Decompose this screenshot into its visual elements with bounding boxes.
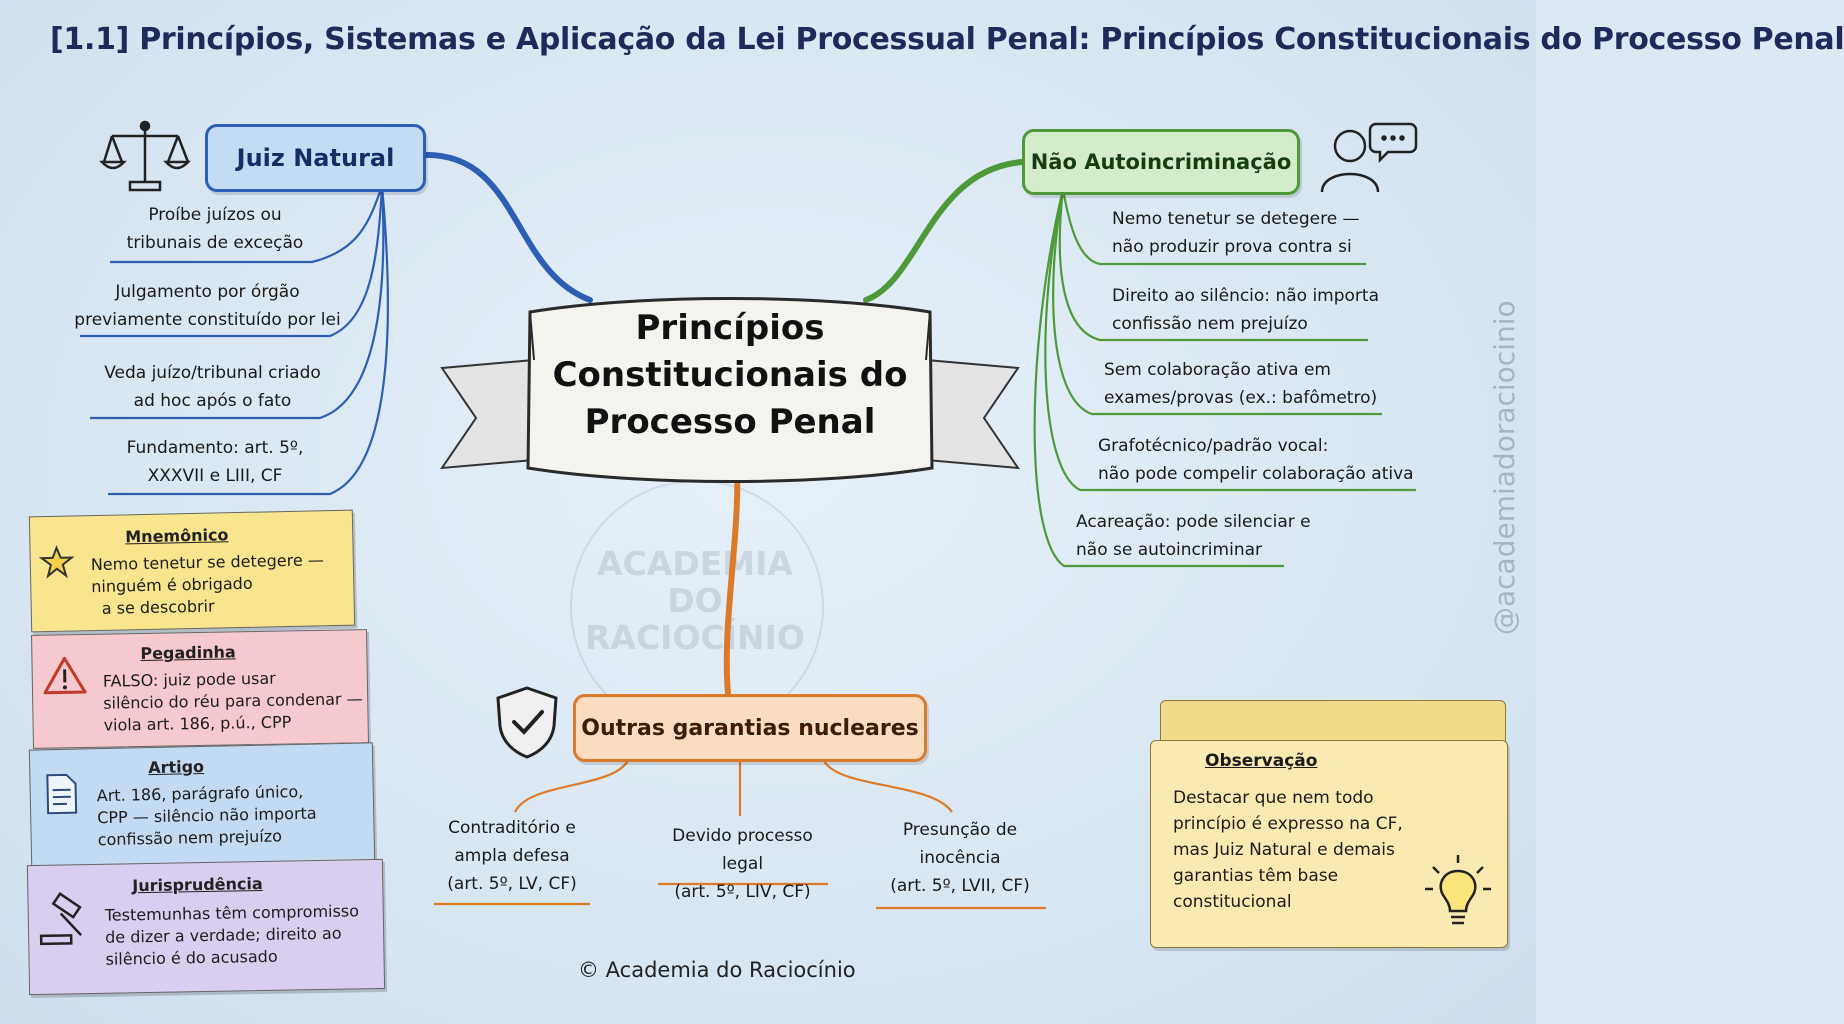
warning-icon bbox=[43, 656, 87, 695]
central-topic: Princípios Constitucionais do Processo P… bbox=[540, 305, 920, 446]
note-mnemonico-title: Mnemônico bbox=[125, 525, 229, 547]
nao-item-3-line-1: Sem colaboração ativa em bbox=[1104, 360, 1331, 380]
note-pegadinha: Pegadinha FALSO: juiz pode usar silêncio… bbox=[31, 629, 369, 749]
nao-item-1-line-1: Nemo tenetur se detegere — bbox=[1112, 209, 1360, 229]
outras-item-3-line-1: Presunção de bbox=[902, 820, 1018, 840]
outras-item-3-line-2: inocência bbox=[919, 848, 1001, 868]
outras-garantias-node[interactable]: Outras garantias nucleares bbox=[573, 694, 927, 762]
connector-juiz-natural bbox=[417, 151, 593, 303]
nao-item-4: Grafotécnico/padrão vocal: não pode comp… bbox=[1098, 432, 1428, 488]
note-jurisprudencia-body: Testemunhas têm compromisso de dizer a v… bbox=[105, 900, 376, 971]
juiz-item-2-line-2: previamente constituído por lei bbox=[74, 310, 341, 330]
note-jurisprudencia-line-2: de dizer a verdade; direito ao bbox=[104, 923, 342, 947]
outras-item-2-line-2: (art. 5º, LIV, CF) bbox=[674, 882, 811, 902]
central-banner bbox=[439, 297, 1021, 483]
note-pegadinha-line-2: silêncio do réu para condenar — bbox=[103, 689, 363, 713]
note-pegadinha-title: Pegadinha bbox=[140, 642, 236, 664]
note-artigo-body: Art. 186, parágrafo único, CPP — silênci… bbox=[97, 780, 368, 852]
note-artigo-title: Artigo bbox=[148, 756, 205, 778]
note-mnemonico-body: Nemo tenetur se detegere — ninguém é obr… bbox=[91, 549, 347, 620]
watermark-line-2: DO bbox=[667, 581, 723, 620]
watermark-line-1: ACADEMIA bbox=[597, 544, 793, 583]
nao-item-3-line-2: exames/provas (ex.: bafômetro) bbox=[1104, 388, 1378, 408]
watermark-line-3: RACIOCÍNIO bbox=[585, 618, 805, 657]
juiz-item-4: Fundamento: art. 5º, XXXVII e LIII, CF bbox=[100, 434, 330, 490]
juiz-natural-node[interactable]: Juiz Natural bbox=[205, 124, 426, 192]
connector-nao-autoincriminacao bbox=[863, 159, 1025, 303]
note-mnemonico: Mnemônico Nemo tenetur se detegere — nin… bbox=[28, 509, 356, 633]
observacao-line-3: mas Juiz Natural e demais bbox=[1173, 840, 1395, 860]
observacao-body: Destacar que nem todo princípio é expres… bbox=[1173, 785, 1423, 915]
juiz-item-3-line-1: Veda juízo/tribunal criado bbox=[104, 363, 321, 383]
central-line-1: Princípios bbox=[635, 308, 825, 348]
note-mnemonico-line-3: a se descobrir bbox=[101, 596, 215, 618]
outras-item-3-line-3: (art. 5º, LVII, CF) bbox=[890, 876, 1030, 896]
juiz-item-1: Proíbe juízos ou tribunais de exceção bbox=[105, 201, 325, 257]
nao-item-2: Direito ao silêncio: não importa confiss… bbox=[1112, 282, 1412, 338]
outras-item-2: Devido processo legal (art. 5º, LIV, CF) bbox=[650, 822, 835, 906]
note-artigo: Artigo Art. 186, parágrafo único, CPP — … bbox=[28, 742, 376, 868]
nao-item-1-line-2: não produzir prova contra si bbox=[1112, 237, 1352, 257]
outras-item-2-line-1: Devido processo legal bbox=[672, 826, 813, 874]
note-jurisprudencia-title: Jurisprudência bbox=[132, 874, 263, 896]
nao-autoincriminacao-node[interactable]: Não Autoincriminação bbox=[1022, 129, 1300, 195]
juiz-item-3: Veda juízo/tribunal criado ad hoc após o… bbox=[80, 359, 345, 415]
person-speech-icon bbox=[1320, 122, 1418, 193]
observacao-line-5: constitucional bbox=[1173, 892, 1292, 912]
juiz-item-1-line-2: tribunais de exceção bbox=[126, 233, 304, 253]
outras-item-1-line-2: ampla defesa bbox=[454, 846, 570, 866]
observacao-line-4: garantias têm base bbox=[1173, 866, 1339, 886]
connector-juiz-branches bbox=[80, 185, 389, 496]
shield-check-icon bbox=[496, 686, 558, 759]
juiz-item-4-line-1: Fundamento: art. 5º, bbox=[126, 438, 304, 458]
note-jurisprudencia: Jurisprudência Testemunhas têm compromis… bbox=[26, 858, 386, 996]
observacao-folder: Observação Destacar que nem todo princíp… bbox=[1150, 740, 1508, 948]
juiz-item-2-line-1: Julgamento por órgão bbox=[115, 282, 300, 302]
observacao-title: Observação bbox=[1205, 751, 1318, 771]
star-icon bbox=[38, 545, 75, 579]
juiz-item-3-line-2: ad hoc após o fato bbox=[133, 391, 292, 411]
observacao-line-2: princípio é expresso na CF, bbox=[1173, 814, 1403, 834]
outras-item-3: Presunção de inocência (art. 5º, LVII, C… bbox=[874, 816, 1046, 900]
connector-outras-branches bbox=[434, 755, 1046, 910]
gavel-icon bbox=[39, 892, 83, 946]
document-icon bbox=[46, 773, 78, 815]
nao-item-2-line-2: confissão nem prejuízo bbox=[1112, 314, 1308, 334]
outras-item-1-line-1: Contraditório e bbox=[448, 818, 576, 838]
central-line-2: Constitucionais do bbox=[552, 355, 908, 395]
juiz-item-1-line-1: Proíbe juízos ou bbox=[148, 205, 282, 225]
connector-nao-branches bbox=[1033, 188, 1416, 568]
outras-item-1: Contraditório e ampla defesa (art. 5º, L… bbox=[432, 814, 592, 898]
footer-copyright: © Academia do Raciocínio bbox=[578, 958, 856, 982]
note-artigo-line-3: confissão nem prejuízo bbox=[97, 826, 283, 850]
observacao-line-1: Destacar que nem todo bbox=[1173, 788, 1374, 808]
outras-item-1-line-3: (art. 5º, LV, CF) bbox=[447, 874, 577, 894]
nao-item-5-line-2: não se autoincriminar bbox=[1076, 540, 1262, 560]
juiz-item-4-line-2: XXXVII e LIII, CF bbox=[147, 466, 283, 486]
note-pegadinha-body: FALSO: juiz pode usar silêncio do réu pa… bbox=[103, 666, 364, 737]
nao-item-2-line-1: Direito ao silêncio: não importa bbox=[1112, 286, 1379, 306]
nao-item-5-line-1: Acareação: pode silenciar e bbox=[1076, 512, 1311, 532]
nao-item-1: Nemo tenetur se detegere — não produzir … bbox=[1112, 205, 1392, 261]
watermark-text: ACADEMIA DO RACIOCÍNIO bbox=[560, 545, 830, 656]
lightbulb-icon bbox=[1425, 855, 1491, 925]
nao-item-4-line-1: Grafotécnico/padrão vocal: bbox=[1098, 436, 1329, 456]
central-line-3: Processo Penal bbox=[584, 402, 876, 442]
nao-item-3: Sem colaboração ativa em exames/provas (… bbox=[1104, 356, 1404, 412]
note-pegadinha-line-3: viola art. 186, p.ú., CPP bbox=[103, 712, 292, 735]
page-title: [1.1] Princípios, Sistemas e Aplicação d… bbox=[50, 22, 1844, 57]
connectors bbox=[80, 151, 1416, 910]
connector-outras bbox=[723, 459, 741, 697]
juiz-item-2: Julgamento por órgão previamente constit… bbox=[70, 278, 345, 334]
nao-item-5: Acareação: pode silenciar e não se autoi… bbox=[1076, 508, 1356, 564]
note-jurisprudencia-line-3: silêncio é do acusado bbox=[105, 946, 278, 969]
nao-item-4-line-2: não pode compelir colaboração ativa bbox=[1098, 464, 1414, 484]
scales-icon bbox=[99, 120, 191, 192]
